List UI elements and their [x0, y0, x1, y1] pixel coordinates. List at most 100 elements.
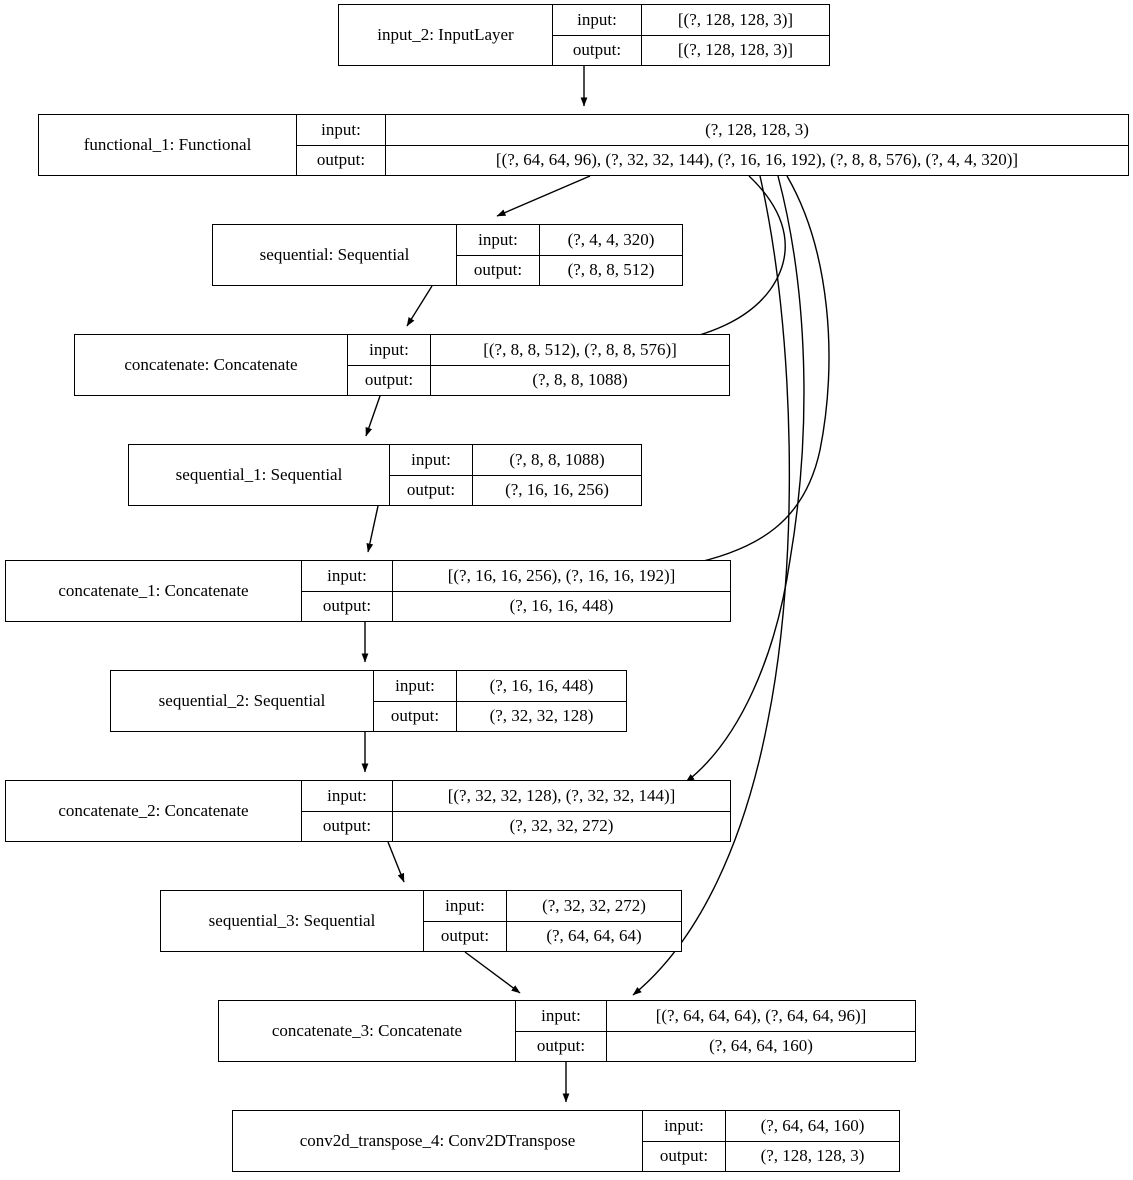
output-shape: (?, 16, 16, 448): [392, 591, 730, 621]
node-conv2d_transpose_4[interactable]: conv2d_transpose_4: Conv2DTranspose inpu…: [232, 1110, 900, 1172]
node-concatenate_2[interactable]: concatenate_2: Concatenate input: [(?, 3…: [5, 780, 731, 842]
input-shape: [(?, 64, 64, 64), (?, 64, 64, 96)]: [606, 1001, 915, 1031]
input-label: input:: [327, 785, 367, 805]
node-output-row: output: (?, 64, 64, 160): [516, 1031, 915, 1061]
output-label: output:: [322, 816, 372, 836]
node-input-row: input: (?, 16, 16, 448): [374, 671, 626, 702]
node-io: input: (?, 8, 8, 1088) output: (?, 16, 1…: [389, 445, 641, 505]
node-title: sequential_2: Sequential: [158, 691, 326, 710]
output-shape: (?, 32, 32, 272): [392, 811, 730, 841]
node-output-row: output: (?, 32, 32, 128): [374, 701, 626, 731]
node-sequential_3[interactable]: sequential_3: Sequential input: (?, 32, …: [160, 890, 682, 952]
node-output-row: output: (?, 128, 128, 3): [643, 1141, 899, 1171]
node-io: input: (?, 4, 4, 320) output: (?, 8, 8, …: [456, 225, 682, 285]
node-concatenate_1[interactable]: concatenate_1: Concatenate input: [(?, 1…: [5, 560, 731, 622]
node-output-row: output: [(?, 64, 64, 96), (?, 32, 32, 14…: [297, 145, 1128, 175]
output-label: output:: [572, 40, 622, 60]
input-label: input:: [664, 1115, 704, 1135]
input-shape: [(?, 16, 16, 256), (?, 16, 16, 192)]: [392, 561, 730, 591]
node-input-row: input: (?, 8, 8, 1088): [390, 445, 641, 476]
node-title: conv2d_transpose_4: Conv2DTranspose: [299, 1131, 576, 1150]
input-label: input:: [411, 449, 451, 469]
node-sequential[interactable]: sequential: Sequential input: (?, 4, 4, …: [212, 224, 683, 286]
output-shape: (?, 64, 64, 160): [606, 1031, 915, 1061]
node-input-row: input: (?, 32, 32, 272): [424, 891, 681, 922]
node-io: input: [(?, 32, 32, 128), (?, 32, 32, 14…: [301, 781, 730, 841]
node-io: input: [(?, 16, 16, 256), (?, 16, 16, 19…: [301, 561, 730, 621]
node-concatenate[interactable]: concatenate: Concatenate input: [(?, 8, …: [74, 334, 730, 396]
input-shape: (?, 16, 16, 448): [456, 671, 626, 701]
edge-functional_1-to-sequential: [496, 175, 591, 217]
input-shape: (?, 32, 32, 272): [506, 891, 681, 921]
output-shape: (?, 32, 32, 128): [456, 701, 626, 731]
input-label: input:: [445, 895, 485, 915]
edge-sequential-to-concatenate: [406, 285, 433, 327]
node-input-row: input: [(?, 32, 32, 128), (?, 32, 32, 14…: [302, 781, 730, 812]
node-functional_1[interactable]: functional_1: Functional input: (?, 128,…: [38, 114, 1129, 176]
input-shape: (?, 4, 4, 320): [539, 225, 682, 255]
output-shape: (?, 128, 128, 3): [725, 1141, 899, 1171]
node-output-row: output: [(?, 128, 128, 3)]: [553, 35, 829, 65]
input-shape: (?, 8, 8, 1088): [472, 445, 641, 475]
node-io: input: [(?, 128, 128, 3)] output: [(?, 1…: [552, 5, 829, 65]
output-label: output:: [659, 1146, 709, 1166]
node-title: concatenate_3: Concatenate: [271, 1021, 463, 1040]
node-io: input: [(?, 64, 64, 64), (?, 64, 64, 96)…: [515, 1001, 915, 1061]
input-label: input:: [577, 9, 617, 29]
node-output-row: output: (?, 16, 16, 256): [390, 475, 641, 505]
output-label: output:: [364, 370, 414, 390]
node-io: input: (?, 32, 32, 272) output: (?, 64, …: [423, 891, 681, 951]
input-label: input:: [395, 675, 435, 695]
input-shape: [(?, 8, 8, 512), (?, 8, 8, 576)]: [430, 335, 729, 365]
node-concatenate_3[interactable]: concatenate_3: Concatenate input: [(?, 6…: [218, 1000, 916, 1062]
node-sequential_2[interactable]: sequential_2: Sequential input: (?, 16, …: [110, 670, 627, 732]
output-label: output:: [473, 260, 523, 280]
output-label: output:: [440, 926, 490, 946]
node-title: functional_1: Functional: [83, 135, 252, 154]
edge-concatenate-to-sequential_1: [365, 395, 381, 437]
input-shape: (?, 128, 128, 3): [385, 115, 1128, 145]
input-label: input:: [541, 1005, 581, 1025]
edge-functional_1-to-concatenate_2: [685, 175, 805, 783]
node-title: input_2: InputLayer: [377, 25, 514, 44]
node-sequential_1[interactable]: sequential_1: Sequential input: (?, 8, 8…: [128, 444, 642, 506]
output-shape: (?, 8, 8, 512): [539, 255, 682, 285]
output-shape: (?, 64, 64, 64): [506, 921, 681, 951]
output-label: output:: [316, 150, 366, 170]
node-io: input: (?, 128, 128, 3) output: [(?, 64,…: [296, 115, 1128, 175]
node-input-row: input: [(?, 64, 64, 64), (?, 64, 64, 96)…: [516, 1001, 915, 1032]
output-label: output:: [322, 596, 372, 616]
node-title: concatenate: Concatenate: [124, 355, 298, 374]
output-shape: [(?, 64, 64, 96), (?, 32, 32, 144), (?, …: [385, 145, 1128, 175]
node-title: sequential_3: Sequential: [208, 911, 376, 930]
input-shape: (?, 64, 64, 160): [725, 1111, 899, 1141]
node-input-row: input: [(?, 128, 128, 3)]: [553, 5, 829, 36]
node-title: concatenate_1: Concatenate: [58, 581, 249, 600]
edge-concatenate_2-to-sequential_3: [387, 841, 405, 883]
output-shape: (?, 8, 8, 1088): [430, 365, 729, 395]
output-label: output:: [390, 706, 440, 726]
input-label: input:: [327, 565, 367, 585]
node-output-row: output: (?, 16, 16, 448): [302, 591, 730, 621]
output-label: output:: [536, 1036, 586, 1056]
edge-sequential_3-to-concatenate_3: [464, 951, 521, 994]
node-input-row: input: (?, 128, 128, 3): [297, 115, 1128, 146]
node-input-row: input: (?, 64, 64, 160): [643, 1111, 899, 1142]
node-input-row: input: [(?, 16, 16, 256), (?, 16, 16, 19…: [302, 561, 730, 592]
input-shape: [(?, 32, 32, 128), (?, 32, 32, 144)]: [392, 781, 730, 811]
node-title: sequential: Sequential: [259, 245, 410, 264]
node-io: input: [(?, 8, 8, 512), (?, 8, 8, 576)] …: [347, 335, 729, 395]
node-output-row: output: (?, 32, 32, 272): [302, 811, 730, 841]
node-output-row: output: (?, 8, 8, 1088): [348, 365, 729, 395]
node-io: input: (?, 16, 16, 448) output: (?, 32, …: [373, 671, 626, 731]
output-label: output:: [406, 480, 456, 500]
node-input-row: input: [(?, 8, 8, 512), (?, 8, 8, 576)]: [348, 335, 729, 366]
node-title: concatenate_2: Concatenate: [58, 801, 249, 820]
input-label: input:: [369, 339, 409, 359]
node-input_2[interactable]: input_2: InputLayer input: [(?, 128, 128…: [338, 4, 830, 66]
input-label: input:: [478, 229, 518, 249]
output-shape: (?, 16, 16, 256): [472, 475, 641, 505]
node-input-row: input: (?, 4, 4, 320): [457, 225, 682, 256]
node-output-row: output: (?, 8, 8, 512): [457, 255, 682, 285]
